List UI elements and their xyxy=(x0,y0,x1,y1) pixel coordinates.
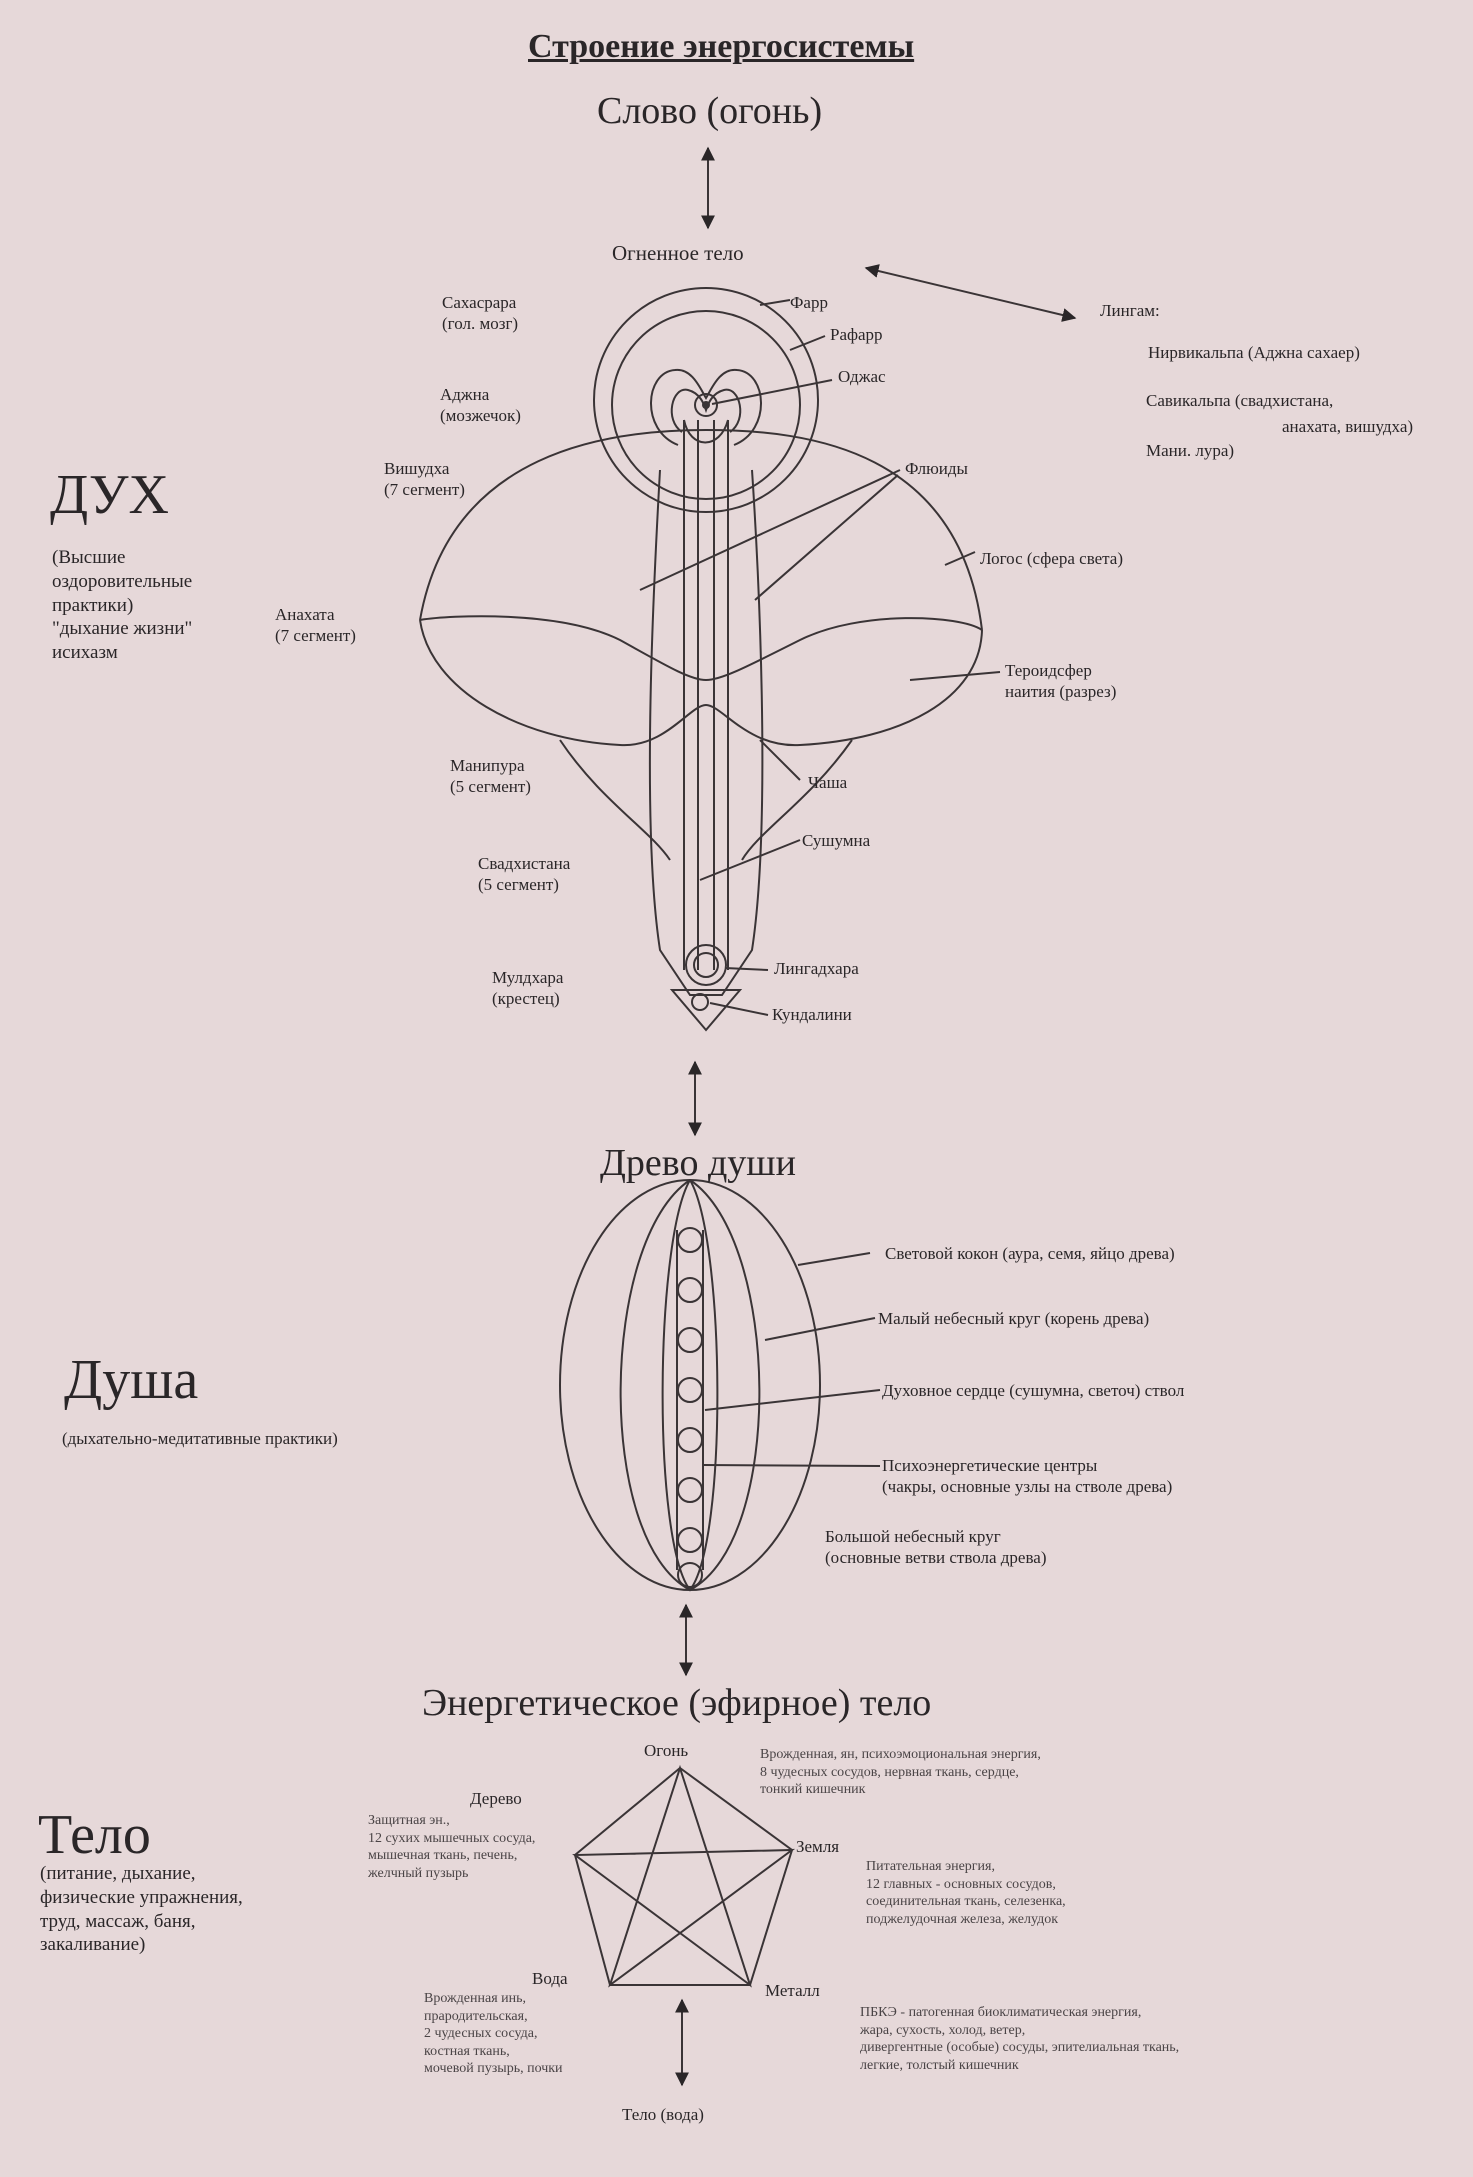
soul-label-heart: Духовное сердце (сушумна, светоч) ствол xyxy=(882,1381,1185,1400)
five-elements-star xyxy=(572,1764,796,1988)
soul-center-2 xyxy=(677,1277,703,1303)
soul-note: (дыхательно-медитативные практики) xyxy=(62,1429,338,1448)
farr-label: Фарр xyxy=(790,293,828,312)
manipura-label: Манипура (5 сегмент) xyxy=(450,756,531,797)
lingam-item-1: Нирвикальпа (Аджна сахаер) xyxy=(1148,343,1360,362)
muladhara-label: Мулдхара (крестец) xyxy=(492,968,564,1009)
logos-sphere xyxy=(419,428,983,631)
fluids-label: Флюиды xyxy=(905,459,968,478)
lingam-item-3: Мани. лура) xyxy=(1146,441,1235,460)
earth-description: Питательная энергия, 12 главных - основн… xyxy=(866,1859,1066,1927)
soul-heading: Душа xyxy=(64,1349,199,1411)
soul-center-4 xyxy=(677,1377,703,1403)
lingadhara-label: Лингадхара xyxy=(774,959,859,978)
vishuddha-label: Вишудха (7 сегмент) xyxy=(384,459,465,500)
fire-description: Врожденная, ян, психоэмоциональная энерг… xyxy=(760,1747,1041,1797)
teroidsfer-label: Тероидсфер наития (разрез) xyxy=(1005,661,1117,702)
lingadhara-circle xyxy=(685,944,727,986)
body-note: (питание, дыхание, физические упражнения… xyxy=(40,1863,243,1956)
sahasrara-label: Сахасрара (гол. мозг) xyxy=(442,293,519,334)
spirit-note: (Высшие оздоровительные практики) "дыхан… xyxy=(52,547,193,663)
kundalini-label: Кундалини xyxy=(772,1005,852,1024)
soul-label-cocoon: Световой кокон (аура, семя, яйцо древа) xyxy=(885,1244,1175,1263)
chasha-label: Чаша xyxy=(808,773,848,792)
logos-label: Логос (сфера света) xyxy=(980,549,1124,568)
lingam-item-2: Савикальпа (свадхистана, xyxy=(1146,391,1334,410)
element-metal: Металл xyxy=(765,1981,820,2000)
anahata-label: Анахата (7 сегмент) xyxy=(275,605,356,646)
element-fire: Огонь xyxy=(644,1741,689,1760)
rafarr-label: Рафарр xyxy=(830,325,883,344)
soul-center-3 xyxy=(677,1327,703,1353)
sushumna-label: Сушумна xyxy=(802,831,871,850)
spirit-heading: ДУХ xyxy=(50,464,169,526)
soul-label-centers: Психоэнергетические центры (чакры, основ… xyxy=(882,1456,1173,1497)
soul-center-5 xyxy=(677,1427,703,1453)
ojas-label: Оджас xyxy=(838,367,886,386)
spine-outline xyxy=(648,469,764,996)
metal-description: ПБКЭ - патогенная биоклиматическая энерг… xyxy=(860,2005,1180,2073)
soul-center-6 xyxy=(677,1477,703,1503)
element-water: Вода xyxy=(532,1969,568,1988)
soul-center-1 xyxy=(677,1227,703,1253)
water-description: Врожденная инь, прародительская, 2 чудес… xyxy=(424,1991,563,2076)
fire-body-label: Огненное тело xyxy=(612,241,744,265)
kundalini-triangle xyxy=(669,989,743,1032)
farr-circle xyxy=(593,287,819,513)
rafarr-circle xyxy=(611,310,801,500)
body-water-label: Тело (вода) xyxy=(622,2105,704,2124)
svadhisthana-label: Свадхистана (5 сегмент) xyxy=(478,854,571,895)
ajna-label: Аджна (мозжечок) xyxy=(440,385,521,426)
energy-body-label: Энергетическое (эфирное) тело xyxy=(422,1682,932,1724)
element-wood: Дерево xyxy=(470,1789,522,1808)
ojas-center xyxy=(694,393,718,417)
teroidsfer-bottom xyxy=(419,619,983,747)
body-heading: Тело xyxy=(38,1804,151,1866)
lingam-block: Лингам: xyxy=(1100,301,1160,320)
soul-label-small-circle: Малый небесный круг (корень древа) xyxy=(878,1309,1150,1328)
tree-of-soul-label: Древо души xyxy=(600,1142,796,1184)
wood-description: Защитная эн., 12 сухих мышечных сосуда, … xyxy=(368,1813,536,1881)
soul-label-big-circle: Большой небесный круг (основные ветви ст… xyxy=(825,1527,1047,1568)
lingam-item-2b: анахата, вишудха) xyxy=(1282,417,1414,436)
teroidsfer-top xyxy=(419,615,983,682)
soul-center-8 xyxy=(677,1562,703,1588)
chasha-bowl xyxy=(559,739,853,861)
five-elements-pentagon xyxy=(573,1766,794,1986)
page-title: Строение энергосистемы xyxy=(528,28,915,65)
element-earth: Земля xyxy=(796,1837,840,1856)
word-fire-label: Слово (огонь) xyxy=(597,90,823,132)
arrow-fire-lingam xyxy=(864,264,1077,322)
soul-center-7 xyxy=(677,1527,703,1553)
